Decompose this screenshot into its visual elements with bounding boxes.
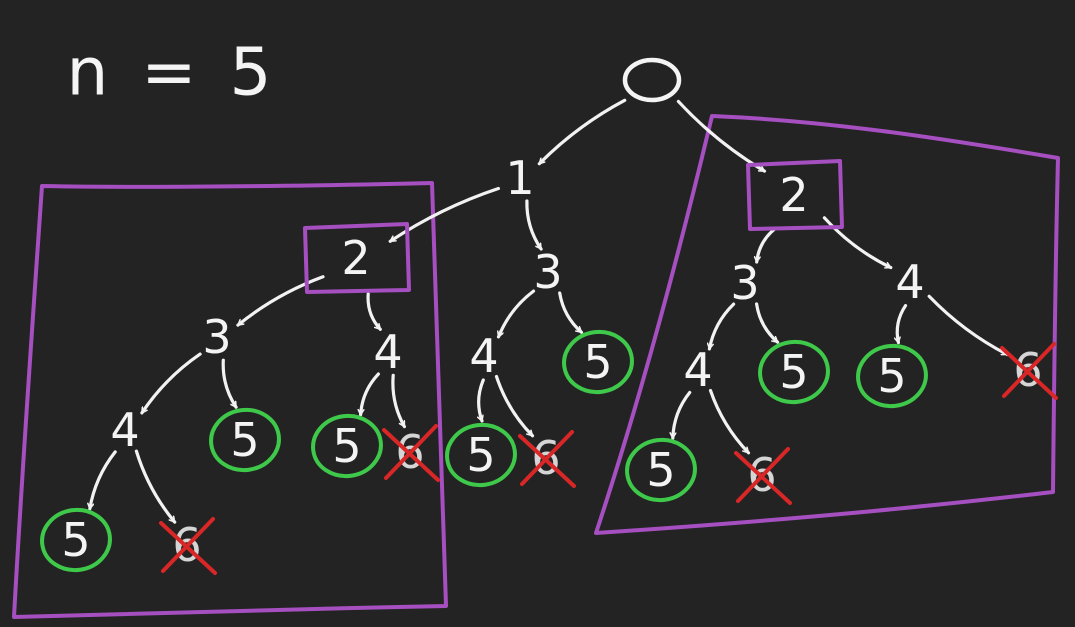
tree-node-n1-2-4-5: 5 bbox=[332, 419, 361, 473]
highlight-box-n2 bbox=[746, 159, 844, 231]
tree-node-root: 0 bbox=[652, 79, 653, 81]
pruned-cross-n2-3-4-6 bbox=[734, 447, 792, 505]
tree-edge-n1-3-4-to-n1-3-4-6 bbox=[494, 374, 535, 438]
left-subtree-outline bbox=[12, 181, 448, 619]
pruned-cross-n1-2-3-4-6 bbox=[159, 517, 217, 575]
valid-leaf-circle-n1-2-4-5 bbox=[311, 413, 383, 479]
tree-node-n1-3-5: 5 bbox=[583, 335, 612, 389]
right-subtree-outline bbox=[594, 114, 1060, 535]
valid-leaf-circle-n2-3-5 bbox=[758, 339, 830, 405]
pruned-cross-n1-3-4-6 bbox=[518, 430, 576, 488]
valid-leaf-circle-n1-3-5 bbox=[562, 329, 634, 395]
tree-edge-root-to-n2 bbox=[676, 99, 767, 173]
tree-edge-n1-2-3-4-to-n1-2-3-4-5 bbox=[90, 450, 117, 511]
tree-node-n1-2: 2 bbox=[341, 231, 370, 285]
decor-layer bbox=[40, 159, 928, 573]
tree-edge-n2-4-to-n2-4-5 bbox=[897, 304, 908, 345]
nodes-layer: 0123456545634565234565456 bbox=[61, 57, 1058, 575]
tree-node-n1-2-3: 3 bbox=[202, 310, 231, 364]
tree-edge-root-to-n1 bbox=[537, 98, 627, 166]
tree-edge-n2-to-n2-4 bbox=[822, 216, 893, 270]
tree-node-n2-3-5: 5 bbox=[779, 345, 808, 399]
root-node-oval bbox=[622, 57, 682, 103]
tree-edge-n1-to-n1-3 bbox=[525, 199, 543, 251]
tree-node-n1-2-4: 4 bbox=[373, 325, 402, 379]
pruned-cross-n2-4-6 bbox=[1000, 342, 1058, 400]
tree-edge-n2-3-to-n2-3-4 bbox=[709, 302, 736, 351]
highlight-box-n1-2 bbox=[303, 222, 411, 294]
formula-label: n = 5 bbox=[66, 34, 277, 111]
valid-leaf-circle-n2-4-5 bbox=[856, 343, 928, 409]
tree-edge-n1-2-to-n1-2-3 bbox=[236, 275, 325, 327]
tree-node-n1: 1 bbox=[505, 151, 534, 205]
tree-edge-n1-2-3-to-n1-2-3-5 bbox=[221, 358, 238, 409]
tree-edge-n1-to-n1-2 bbox=[388, 186, 500, 243]
valid-leaf-circle-n1-3-4-5 bbox=[445, 422, 517, 488]
tree-edge-n1-3-to-n1-3-4 bbox=[496, 289, 536, 339]
tree-node-n2: 2 bbox=[779, 168, 808, 222]
tree-node-n1-2-3-4: 4 bbox=[110, 403, 139, 457]
tree-edge-n2-3-4-to-n2-3-4-5 bbox=[673, 390, 692, 440]
pruned-cross-n1-2-4-6 bbox=[382, 424, 440, 482]
tree-edge-n1-3-4-to-n1-3-4-5 bbox=[479, 378, 485, 423]
tree-edge-n1-2-3-to-n1-2-3-4 bbox=[140, 352, 202, 415]
valid-leaf-circle-n2-3-4-5 bbox=[625, 437, 697, 503]
tree-node-n1-3: 3 bbox=[533, 245, 562, 299]
tree-node-n1-3-4-5: 5 bbox=[466, 428, 495, 482]
tree-node-n2-3-4: 4 bbox=[683, 343, 712, 397]
edges-layer bbox=[90, 98, 1009, 524]
valid-leaf-circle-n1-2-3-5 bbox=[209, 407, 281, 473]
tree-edge-n1-2-4-to-n1-2-4-6 bbox=[391, 373, 406, 429]
tree-node-n2-3: 3 bbox=[730, 256, 759, 310]
tree-node-n2-3-4-5: 5 bbox=[646, 443, 675, 497]
tree-edge-n2-4-to-n2-4-6 bbox=[927, 294, 1009, 357]
tree-node-n1-2-3-5: 5 bbox=[230, 413, 259, 467]
tree-edge-n2-3-4-to-n2-3-4-6 bbox=[708, 388, 751, 455]
tree-node-n2-4-5: 5 bbox=[877, 349, 906, 403]
valid-leaf-circle-n1-2-3-4-5 bbox=[40, 507, 112, 573]
tree-node-n2-4: 4 bbox=[895, 255, 924, 309]
tree-edge-n1-2-to-n1-2-4 bbox=[366, 292, 382, 331]
tree-node-n1-3-4: 4 bbox=[469, 329, 498, 383]
tree-edge-n1-2-4-to-n1-2-4-5 bbox=[361, 372, 380, 417]
tree-edge-n1-3-to-n1-3-5 bbox=[558, 291, 584, 334]
tree-edge-n1-2-3-4-to-n1-2-3-4-6 bbox=[134, 449, 177, 524]
tree-edge-n2-3-to-n2-3-5 bbox=[755, 302, 780, 344]
tree-node-n1-2-3-4-5: 5 bbox=[61, 513, 90, 567]
